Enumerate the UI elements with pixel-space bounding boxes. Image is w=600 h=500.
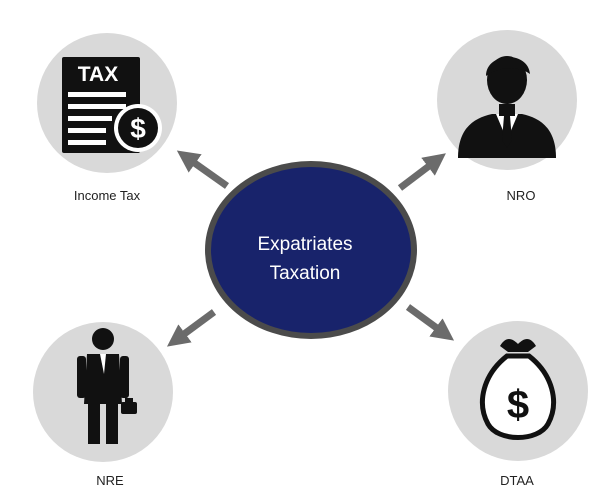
person-with-briefcase-icon [77,328,137,444]
money-bag-icon: $ [479,339,557,440]
businessman-icon [458,56,556,158]
arrow-to-dtaa [405,304,455,341]
money-bag-dollar-symbol: $ [507,383,529,427]
node-nro: NRO [437,30,577,203]
tax-badge-text: TAX [78,63,118,86]
node-income-tax: TAX $ Income Tax [37,33,177,203]
arrow-to-nre [166,309,217,347]
arrow-to-income-tax [176,150,230,189]
node-nre: NRE [33,322,173,488]
node-dtaa: $ DTAA [448,321,588,488]
tax-document-icon: TAX $ [62,57,162,153]
label-dtaa: DTAA [500,473,534,488]
center-title-line2: Taxation [270,263,341,284]
center-node: Expatriates Taxation [205,161,417,339]
label-nro: NRO [507,188,536,203]
label-nre: NRE [96,473,124,488]
arrow-to-nro [397,153,446,191]
label-income-tax: Income Tax [74,188,141,203]
center-title-line1: Expatriates [257,234,352,255]
tax-dollar-symbol: $ [130,113,146,144]
